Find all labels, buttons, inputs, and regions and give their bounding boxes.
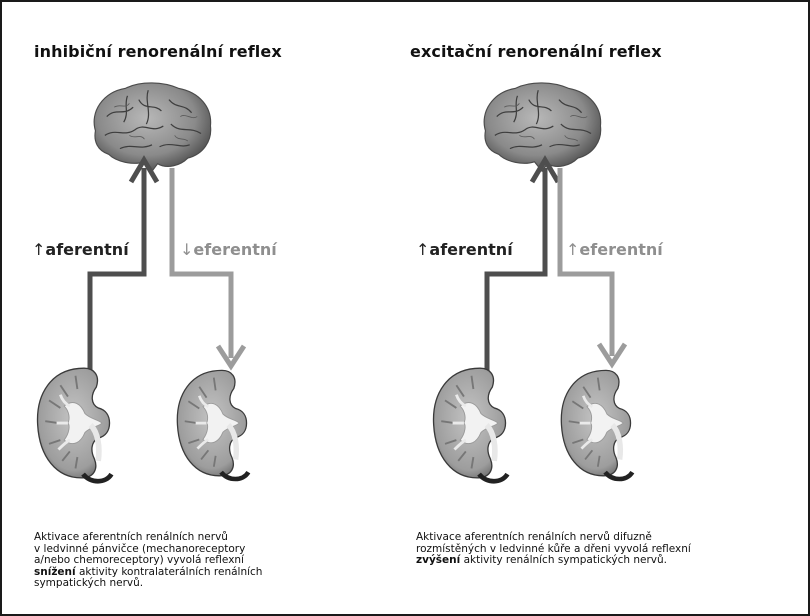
efferent-label-right: ↑eferentní [566, 240, 663, 259]
afferent-text-right: aferentní [429, 240, 512, 259]
efferent-path-left [172, 168, 231, 358]
kidney-left-2 [177, 370, 248, 479]
desc-right-line-3-rest: aktivity renálních sympatických nervů. [460, 554, 667, 566]
kidney-right-2 [561, 370, 632, 479]
afferent-text-left: aferentní [45, 240, 128, 259]
afferent-label-right: ↑aferentní [416, 240, 513, 259]
efferent-label-left: ↓eferentní [180, 240, 277, 259]
desc-left-line-5: sympatických nervů. [34, 578, 354, 590]
afferent-path-left [90, 168, 144, 372]
efferent-path-right [560, 168, 612, 356]
up-arrow-icon: ↑ [566, 240, 579, 259]
description-left: Aktivace aferentních renálních nervů v l… [34, 532, 354, 590]
desc-left-bold: snížení [34, 566, 76, 578]
down-arrow-icon: ↓ [180, 240, 193, 259]
brain-right [484, 83, 601, 171]
kidney-left-1 [38, 368, 112, 481]
up-arrow-icon: ↑ [32, 240, 45, 259]
title-left: inhibiční renorenální reflex [34, 42, 282, 61]
up-arrow-icon: ↑ [416, 240, 429, 259]
desc-left-line-1: Aktivace aferentních renálních nervů [34, 532, 354, 544]
desc-right-bold: zvýšení [416, 554, 460, 566]
efferent-text-right: eferentní [579, 240, 662, 259]
afferent-path-right [487, 168, 545, 372]
description-right: Aktivace aferentních renálních nervů dif… [416, 532, 786, 567]
desc-left-line-4-rest: aktivity kontralaterálních renálních [76, 566, 263, 578]
desc-right-line-3: zvýšení aktivity renálních sympatických … [416, 555, 786, 567]
kidney-right-1 [434, 368, 508, 481]
brain-left [94, 83, 211, 171]
title-right: excitační renorenální reflex [410, 42, 662, 61]
afferent-label-left: ↑aferentní [32, 240, 129, 259]
desc-right-line-1: Aktivace aferentních renálních nervů dif… [416, 532, 786, 544]
efferent-text-left: eferentní [193, 240, 276, 259]
